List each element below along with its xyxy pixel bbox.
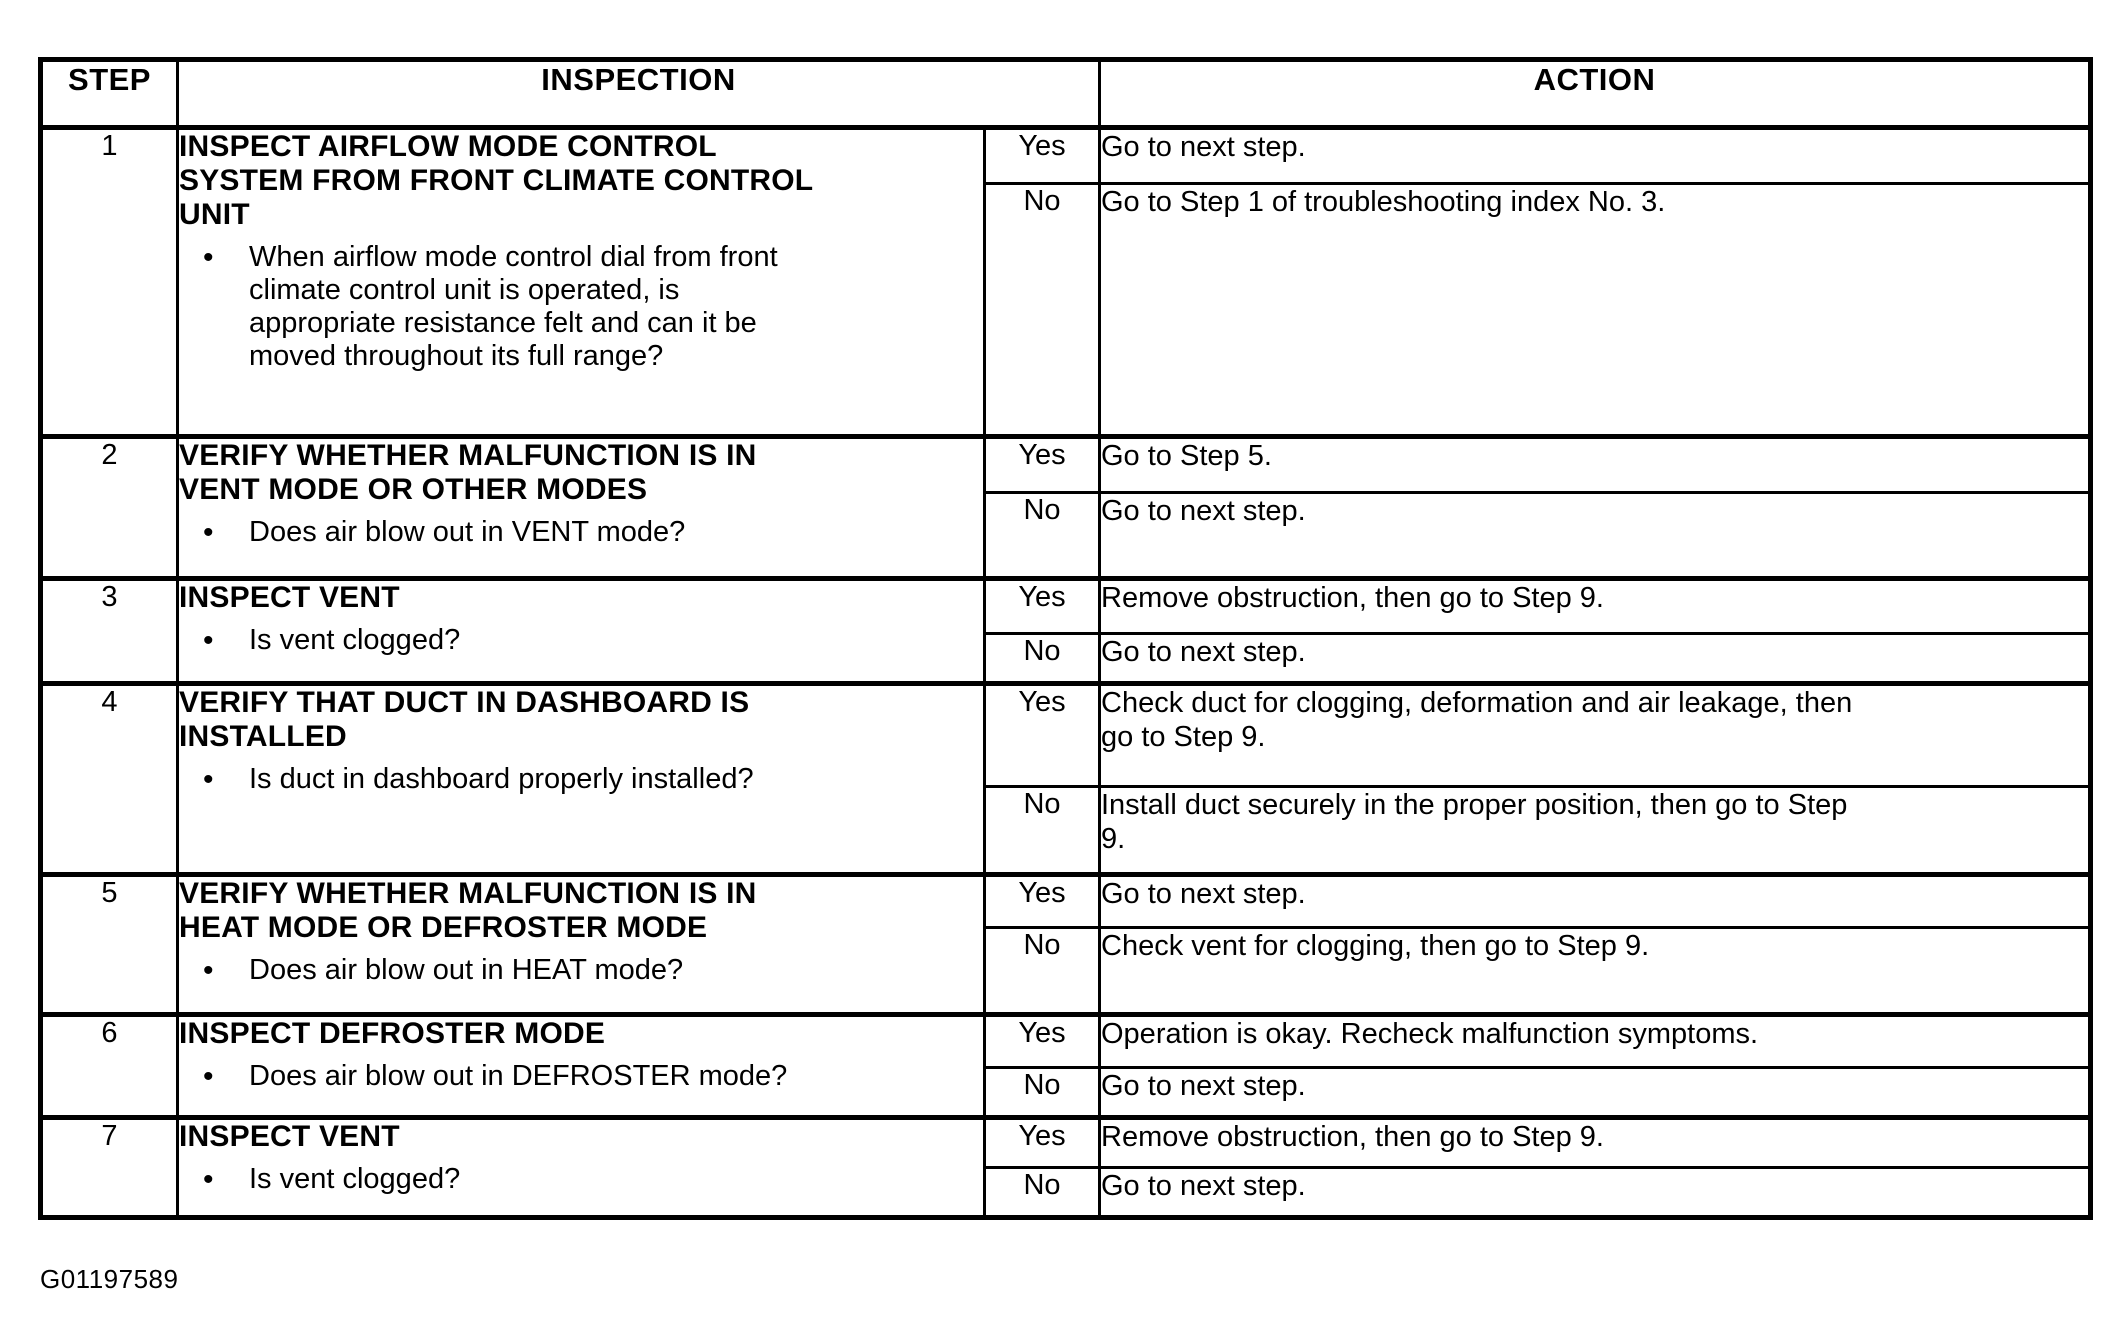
inspection-question: • Does air blow out in HEAT mode? — [181, 954, 982, 987]
step-number: 6 — [39, 1012, 179, 1119]
no-action: Go to next step. — [1098, 491, 2092, 580]
inspection-title: INSPECT VENT — [179, 581, 400, 615]
yes-label: Yes — [983, 872, 1101, 929]
header-inspection: INSPECTION — [176, 58, 1101, 129]
step-7-no-row: No Go to next step. — [41, 1166, 2092, 1219]
inspection-cell: INSPECT VENT • Is vent clogged? — [176, 1115, 986, 1219]
step-number: 5 — [39, 872, 179, 1016]
step-7-yes-row: 7 INSPECT VENT • Is vent clogged? Yes Re… — [39, 1115, 2092, 1219]
yes-label: Yes — [983, 1012, 1101, 1069]
step-number: 3 — [39, 576, 179, 685]
step-5-no-row: No Check vent for clogging, then go to S… — [41, 926, 2092, 1016]
step-number: 4 — [39, 681, 179, 876]
inspection-question: • Does air blow out in DEFROSTER mode? — [181, 1060, 982, 1093]
step-6-no-row: No Go to next step. — [41, 1066, 2092, 1119]
yes-action: Go to Step 5. — [1098, 434, 2092, 494]
no-label: No — [983, 926, 1101, 1016]
no-action: Go to next step. — [1098, 632, 2092, 685]
step-5-yes-row: 5 VERIFY WHETHER MALFUNCTION IS IN HEAT … — [39, 872, 2092, 1016]
no-label: No — [983, 1166, 1101, 1219]
inspection-cell: INSPECT VENT • Is vent clogged? — [176, 576, 986, 685]
no-label: No — [983, 1066, 1101, 1119]
bullet-icon: • — [203, 241, 214, 274]
yes-action: Remove obstruction, then go to Step 9. — [1098, 576, 2092, 635]
yes-action: Go to next step. — [1098, 872, 2092, 929]
yes-label: Yes — [983, 1115, 1101, 1169]
yes-action: Go to next step. — [1098, 125, 2092, 185]
inspection-title: VERIFY WHETHER MALFUNCTION IS IN VENT MO… — [179, 439, 757, 507]
inspection-cell: INSPECT DEFROSTER MODE • Does air blow o… — [176, 1012, 986, 1119]
header-step: STEP — [39, 58, 179, 129]
step-1-yes-row: 1 INSPECT AIRFLOW MODE CONTROL SYSTEM FR… — [39, 125, 2092, 438]
step-3-no-row: No Go to next step. — [41, 632, 2092, 685]
step-2-yes-row: 2 VERIFY WHETHER MALFUNCTION IS IN VENT … — [39, 434, 2092, 580]
no-label: No — [983, 491, 1101, 580]
bullet-icon: • — [203, 624, 214, 657]
bullet-icon: • — [203, 1163, 214, 1196]
inspection-cell: VERIFY WHETHER MALFUNCTION IS IN VENT MO… — [176, 434, 986, 580]
inspection-question: • When airflow mode control dial from fr… — [181, 241, 982, 373]
no-action: Go to next step. — [1098, 1166, 2092, 1219]
yes-label: Yes — [983, 434, 1101, 494]
step-number: 2 — [39, 434, 179, 580]
no-action: Go to Step 1 of troubleshooting index No… — [1098, 182, 2092, 438]
inspection-question: • Is vent clogged? — [181, 1163, 982, 1196]
header-action: ACTION — [1098, 58, 2092, 129]
inspection-question-text: Does air blow out in DEFROSTER mode? — [249, 1060, 788, 1092]
inspection-question: • Does air blow out in VENT mode? — [181, 516, 982, 549]
no-label: No — [983, 785, 1101, 876]
inspection-title: VERIFY THAT DUCT IN DASHBOARD IS INSTALL… — [179, 686, 750, 754]
no-action: Check vent for clogging, then go to Step… — [1098, 926, 2092, 1016]
bullet-icon: • — [203, 954, 214, 987]
step-number: 1 — [39, 125, 179, 438]
inspection-question-text: Is vent clogged? — [249, 1163, 461, 1195]
inspection-title: INSPECT DEFROSTER MODE — [179, 1017, 606, 1051]
no-action: Install duct securely in the proper posi… — [1098, 785, 2092, 876]
step-3-yes-row: 3 INSPECT VENT • Is vent clogged? Yes Re… — [39, 576, 2092, 685]
no-label: No — [983, 632, 1101, 685]
no-action: Go to next step. — [1098, 1066, 2092, 1119]
inspection-question-text: Does air blow out in VENT mode? — [249, 516, 686, 548]
inspection-cell: INSPECT AIRFLOW MODE CONTROL SYSTEM FROM… — [176, 125, 986, 438]
inspection-title: INSPECT AIRFLOW MODE CONTROL SYSTEM FROM… — [179, 130, 814, 232]
step-2-no-row: No Go to next step. — [41, 491, 2092, 580]
bullet-icon: • — [203, 763, 214, 796]
header-row: STEP INSPECTION ACTION — [39, 58, 2092, 129]
figure-id-label: G01197589 — [40, 1264, 179, 1294]
inspection-title: INSPECT VENT — [179, 1120, 400, 1154]
step-4-yes-row: 4 VERIFY THAT DUCT IN DASHBOARD IS INSTA… — [39, 681, 2092, 876]
inspection-question: • Is duct in dashboard properly installe… — [181, 763, 982, 796]
step-number: 7 — [39, 1115, 179, 1219]
yes-action: Operation is okay. Recheck malfunction s… — [1098, 1012, 2092, 1069]
inspection-question-text: Does air blow out in HEAT mode? — [249, 954, 684, 986]
inspection-question-text: When airflow mode control dial from fron… — [249, 241, 778, 372]
step-1-no-row: No Go to Step 1 of troubleshooting index… — [41, 182, 2092, 438]
troubleshooting-table: STEP INSPECTION ACTION 1 INSPECT AIRFLOW… — [38, 57, 2093, 1220]
yes-label: Yes — [983, 125, 1101, 185]
no-label: No — [983, 182, 1101, 438]
step-4-no-row: No Install duct securely in the proper p… — [41, 785, 2092, 876]
bullet-icon: • — [203, 516, 214, 549]
inspection-title: VERIFY WHETHER MALFUNCTION IS IN HEAT MO… — [179, 877, 757, 945]
inspection-cell: VERIFY WHETHER MALFUNCTION IS IN HEAT MO… — [176, 872, 986, 1016]
step-6-yes-row: 6 INSPECT DEFROSTER MODE • Does air blow… — [39, 1012, 2092, 1119]
inspection-question: • Is vent clogged? — [181, 624, 982, 657]
inspection-cell: VERIFY THAT DUCT IN DASHBOARD IS INSTALL… — [176, 681, 986, 876]
inspection-question-text: Is duct in dashboard properly installed? — [249, 763, 754, 795]
yes-action: Remove obstruction, then go to Step 9. — [1098, 1115, 2092, 1169]
inspection-question-text: Is vent clogged? — [249, 624, 461, 656]
bullet-icon: • — [203, 1060, 214, 1093]
yes-label: Yes — [983, 681, 1101, 788]
yes-label: Yes — [983, 576, 1101, 635]
yes-action: Check duct for clogging, deformation and… — [1098, 681, 2092, 788]
